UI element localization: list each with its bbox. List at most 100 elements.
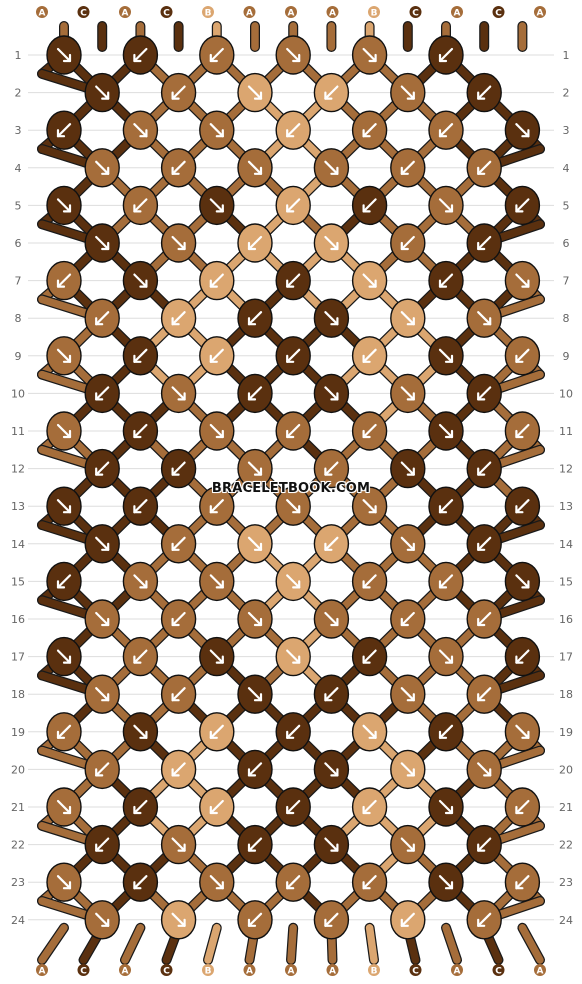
arrow-shaft <box>209 47 224 63</box>
arrow-head <box>515 655 524 664</box>
arrow-shaft <box>286 348 301 363</box>
arrow-down-right-icon <box>515 574 530 589</box>
arrow-shaft <box>247 611 263 627</box>
arrow-shaft <box>438 47 454 63</box>
arrow-down-right-icon <box>56 499 72 514</box>
arrow-down-left-icon <box>171 160 186 175</box>
row-number-left: 17 <box>11 651 25 664</box>
arrow-shaft <box>171 762 186 777</box>
arrow-head <box>101 241 110 251</box>
row-number-right: 7 <box>563 275 570 288</box>
arrow-shaft <box>362 649 377 664</box>
arrow-head <box>62 881 72 890</box>
arrow-shaft <box>133 875 148 890</box>
arrow-down-right-icon <box>324 762 339 777</box>
arrow-down-right-icon <box>133 123 148 138</box>
arrow-head <box>406 768 415 777</box>
arrow-head <box>515 505 524 514</box>
arrow-shaft <box>286 123 301 138</box>
string-end-bottom <box>518 924 544 964</box>
arrow-down-right-icon <box>171 235 186 251</box>
row-number-left: 8 <box>15 312 22 325</box>
arrow-down-left-icon <box>477 235 492 251</box>
arrow-down-left-icon <box>286 198 301 213</box>
arrow-down-right-icon <box>400 687 415 702</box>
arrow-head <box>133 429 142 439</box>
arrow-down-left-icon <box>362 348 377 363</box>
arrow-shaft <box>362 423 377 439</box>
arrow-head <box>215 655 224 664</box>
arrow-head <box>215 129 224 138</box>
arrow-shaft <box>438 273 454 288</box>
arrow-head <box>330 843 339 852</box>
row-number-left: 1 <box>15 49 22 62</box>
arrow-shaft <box>438 348 454 363</box>
arrow-down-left-icon <box>515 799 530 815</box>
arrow-head <box>95 317 104 326</box>
arrow-down-left-icon <box>247 235 263 251</box>
arrow-down-right-icon <box>400 837 415 852</box>
arrow-shaft <box>286 273 301 288</box>
arrow-head <box>362 881 371 890</box>
string-label-top: B <box>205 9 212 19</box>
string-end-bottom <box>204 924 221 964</box>
arrow-down-left-icon <box>133 198 148 213</box>
arrow-down-left-icon <box>209 799 224 815</box>
arrow-shaft <box>438 123 454 138</box>
arrow-head <box>477 467 486 476</box>
arrow-head <box>62 805 72 815</box>
arrow-shaft <box>400 461 415 476</box>
string-label-top: A <box>39 9 46 19</box>
string-label-badge-top <box>409 6 422 18</box>
row-number-left: 10 <box>11 387 25 400</box>
arrow-shaft <box>477 762 492 777</box>
arrow-shaft <box>209 799 224 815</box>
arrow-down-left-icon <box>477 386 492 401</box>
arrow-shaft <box>133 724 148 739</box>
arrow-shaft <box>324 912 339 927</box>
arrow-shaft <box>477 461 492 476</box>
row-number-right: 13 <box>559 500 573 513</box>
arrow-head <box>477 91 486 100</box>
row-number-right: 24 <box>559 914 573 927</box>
arrow-shaft <box>515 348 530 363</box>
arrow-shaft <box>438 574 454 589</box>
arrow-shaft <box>171 837 186 852</box>
row-number-left: 9 <box>15 350 22 363</box>
arrow-head <box>247 768 257 777</box>
string-label-badge-bottom <box>409 964 422 976</box>
string-label-badge-bottom <box>36 964 48 976</box>
arrow-shaft <box>133 574 148 589</box>
arrow-shaft <box>400 611 415 627</box>
arrow-shaft <box>209 649 224 664</box>
string-label-badge-top <box>119 6 131 18</box>
string-label-badge-bottom <box>160 964 173 976</box>
arrow-down-right-icon <box>95 235 110 251</box>
arrow-down-left-icon <box>56 574 72 589</box>
arrow-shaft <box>438 499 454 514</box>
arrow-head <box>515 429 524 439</box>
arrow-head <box>286 129 295 138</box>
arrow-shaft <box>438 724 454 739</box>
string-label-badge-top <box>534 6 546 18</box>
arrow-down-right-icon <box>324 235 339 251</box>
arrow-down-left-icon <box>438 724 454 739</box>
arrow-down-right-icon <box>171 837 186 852</box>
string-label-top: C <box>80 9 87 19</box>
arrow-head <box>177 843 186 852</box>
knots <box>46 35 541 940</box>
arrow-head <box>101 91 110 100</box>
arrow-shaft <box>209 499 224 514</box>
arrow-shaft <box>95 235 110 251</box>
arrow-head <box>330 617 339 627</box>
row-number-left: 2 <box>15 87 22 100</box>
arrow-shaft <box>133 123 148 138</box>
arrow-shaft <box>286 649 301 664</box>
arrow-down-right-icon <box>209 649 224 664</box>
arrow-down-left-icon <box>324 536 339 551</box>
arrow-head <box>171 317 180 326</box>
arrow-head <box>324 693 333 702</box>
arrow-head <box>171 768 180 777</box>
arrow-head <box>286 805 295 815</box>
